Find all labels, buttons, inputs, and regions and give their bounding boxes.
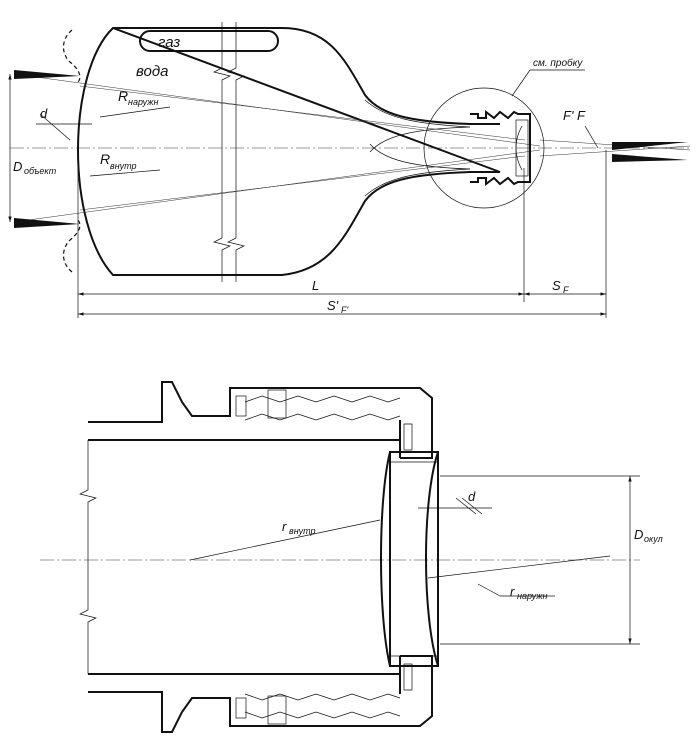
r-outer-tick [478,584,500,596]
label-R-outer-sub: наружн [128,97,158,107]
cap-lugs [404,424,412,690]
label-r-inner-sub: внутр [289,526,316,536]
R-outer-leader [100,107,170,117]
label-d-bottom: d [468,489,476,504]
neck-outline-top [88,382,432,458]
break-line-left [214,22,230,282]
label-r-outer: r [510,584,515,599]
F-leader [585,126,598,148]
label-S-prime-sub: F' [341,305,348,315]
label-R-inner: R [100,151,110,167]
arrow-out-bottom [612,154,688,162]
d-slash-top [40,114,70,140]
arrow-in-bottom [14,218,80,228]
break-line-bottom [80,440,96,674]
cap-ring-bottom [236,698,246,718]
label-D-ocul-sub: окул [644,534,663,544]
cap-ring-top [236,396,246,416]
bottle-bulge-bottom [64,220,80,272]
label-see-cap: см. пробку [533,57,583,69]
cap-collar-top [268,390,286,418]
bottle-bulge-top [64,30,80,82]
arrow-in-top [14,70,80,79]
top-view: газ вода см. пробку R наружн R [10,22,690,318]
label-S-F-sub: F [563,285,569,295]
eyepiece-lens [381,452,438,666]
label-R-outer: R [118,88,128,104]
bottom-view: r внутр r наружн d D окул [40,382,663,732]
label-r-outer-sub: наружн [517,591,547,601]
label-gas: газ [158,34,180,51]
label-S-F: S [552,278,561,293]
label-D-object: D [13,159,22,174]
label-d-top: d [40,106,48,121]
label-r-inner: r [282,519,287,534]
label-D-object-sub: объект [24,166,57,176]
label-F-prime-F: F' F [563,108,586,123]
label-S-prime: S' [327,298,339,313]
label-L: L [312,278,319,293]
r-outer-leader [428,556,610,578]
label-R-inner-sub: внутр [110,161,137,171]
cap-collar-bottom [268,696,286,724]
see-cap-leader [512,70,530,96]
neck-outline-bottom [88,656,432,732]
label-D-ocul: D [634,527,643,542]
label-water: вода [136,63,168,80]
break-line-right [228,22,244,282]
